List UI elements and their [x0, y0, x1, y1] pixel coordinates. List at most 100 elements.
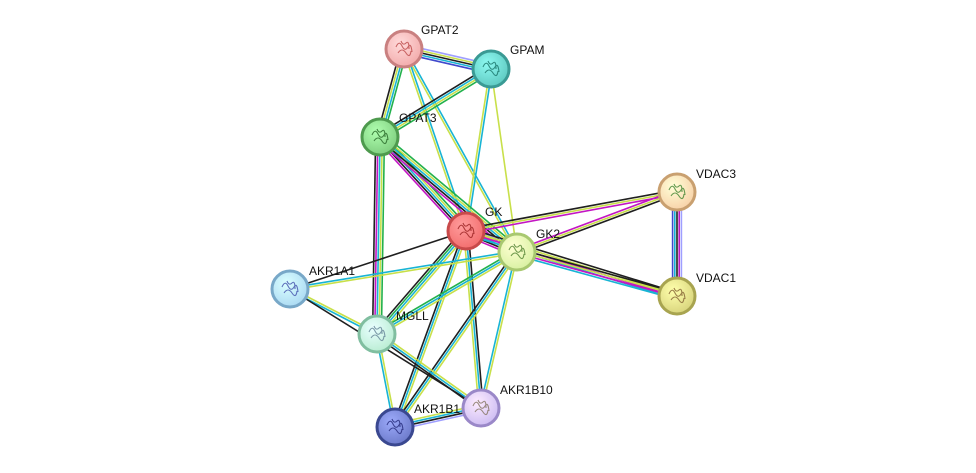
edge-line-textmining	[490, 68, 518, 253]
protein-structure-icon	[482, 60, 500, 77]
edge-line-textmining	[517, 250, 678, 296]
edge-gpat2-gk[interactable]	[402, 48, 468, 232]
node-gk[interactable]: GK	[446, 205, 502, 251]
edge-line-textmining	[290, 252, 518, 291]
edge-gk2-akr1a1[interactable]	[289, 250, 518, 291]
edge-line-experiments	[466, 193, 678, 234]
node-akr1a1[interactable]: AKR1A1	[270, 264, 355, 309]
protein-structure-icon	[281, 280, 299, 297]
edge-line-experiments	[374, 136, 379, 334]
edge-line-coexpression	[517, 193, 679, 255]
edge-line-coexpression	[378, 138, 517, 255]
edge-line-databases	[515, 254, 677, 300]
edge-line-databases	[377, 231, 468, 336]
edge-gk2-vdac1[interactable]	[515, 248, 679, 300]
node-gk2[interactable]: GK2	[497, 227, 560, 272]
edge-line-experiments	[516, 252, 677, 298]
node-vdac1[interactable]: VDAC1	[657, 271, 736, 316]
edge-line-databases	[479, 251, 517, 408]
edge-line-coexpression	[289, 230, 467, 290]
edge-line-coexpression	[465, 189, 677, 230]
edges-layer	[289, 43, 683, 432]
edge-line-databases	[376, 136, 381, 335]
edge-line-textmining	[465, 191, 678, 232]
node-akr1b10[interactable]: AKR1B10	[461, 383, 553, 428]
edge-line-neighborhood	[381, 71, 494, 141]
node-gpat2[interactable]: GPAT2	[384, 23, 459, 69]
edge-line-textmining	[396, 252, 520, 429]
edge-line-coexpression	[392, 250, 516, 427]
edge-line-textmining	[396, 231, 469, 429]
node-label-vdac3: VDAC3	[696, 167, 736, 181]
edge-gk-akr1b1[interactable]	[392, 229, 469, 429]
node-label-akr1b10: AKR1B10	[500, 383, 553, 397]
edge-line-textmining	[380, 69, 492, 139]
edge-gk-akr1a1[interactable]	[289, 230, 467, 290]
edge-gpat3-gk2[interactable]	[376, 133, 521, 256]
node-label-mgll: MGLL	[396, 309, 429, 323]
edge-line-experiments	[465, 231, 677, 298]
edge-line-coexpression	[466, 227, 679, 294]
protein-structure-icon	[508, 243, 526, 260]
protein-structure-icon	[395, 40, 413, 57]
edge-line-coexpression	[517, 248, 679, 294]
node-label-akr1b1: AKR1B1	[414, 402, 460, 416]
edge-gpat2-gk2[interactable]	[402, 48, 519, 253]
edge-gk2-vdac3[interactable]	[515, 189, 679, 255]
edge-gpam-gk[interactable]	[464, 68, 493, 232]
edge-line-textmining	[377, 331, 483, 407]
edge-line-databases	[376, 333, 482, 409]
edge-line-textmining	[516, 191, 678, 253]
edge-line-databases	[466, 69, 493, 232]
edge-line-textmining	[464, 68, 491, 231]
edge-line-neighborhood	[380, 137, 386, 335]
node-gpat3[interactable]: GPAT3	[360, 111, 437, 157]
edge-line-textmining	[380, 134, 519, 251]
edge-gk2-mgll[interactable]	[375, 249, 519, 337]
node-label-gpam: GPAM	[510, 43, 544, 57]
edge-line-textmining	[402, 49, 466, 232]
edge-gpam-gk2[interactable]	[490, 68, 518, 253]
edge-line-databases	[404, 48, 519, 252]
protein-structure-icon	[457, 222, 475, 239]
edge-line-neighborhood	[375, 229, 466, 334]
edge-line-databases	[376, 251, 518, 335]
edge-line-databases	[289, 250, 517, 289]
edge-line-coexpression	[371, 136, 377, 334]
protein-structure-icon	[668, 287, 686, 304]
edge-gpat3-mgll[interactable]	[371, 136, 386, 335]
edge-line-neighborhood	[382, 133, 521, 250]
node-label-vdac1: VDAC1	[696, 271, 736, 285]
edge-gk-mgll[interactable]	[373, 228, 470, 337]
node-vdac3[interactable]: VDAC3	[657, 167, 736, 212]
node-label-akr1a1: AKR1A1	[309, 264, 355, 278]
node-akr1b1[interactable]: AKR1B1	[375, 402, 460, 447]
protein-structure-icon	[368, 325, 386, 342]
edge-line-coexpression	[392, 229, 465, 427]
edge-line-textmining	[378, 137, 383, 335]
edge-line-experiments	[515, 189, 677, 251]
node-label-gk: GK	[485, 205, 502, 219]
protein-structure-icon	[472, 399, 490, 416]
edge-gk2-akr1b1[interactable]	[392, 250, 520, 429]
edge-mgll-akr1b10[interactable]	[375, 331, 483, 411]
protein-structure-icon	[668, 183, 686, 200]
edge-line-textmining	[481, 252, 519, 409]
node-label-gpat3: GPAT3	[399, 111, 437, 125]
edge-line-databases	[379, 136, 518, 253]
edge-line-coexpression	[375, 335, 481, 411]
edge-gk-vdac3[interactable]	[465, 189, 678, 234]
edge-line-experiments	[376, 139, 464, 235]
node-gpam[interactable]: GPAM	[471, 43, 544, 89]
edge-line-databases	[379, 67, 491, 137]
edge-line-textmining	[378, 232, 470, 337]
edge-line-textmining	[377, 253, 519, 337]
edge-gk2-akr1b10[interactable]	[479, 251, 519, 409]
node-mgll[interactable]: MGLL	[357, 309, 429, 354]
edge-line-coexpression	[377, 65, 490, 135]
protein-structure-icon	[386, 418, 404, 435]
edge-line-coexpression	[373, 228, 465, 333]
edge-gpam-gpat3[interactable]	[377, 65, 494, 141]
